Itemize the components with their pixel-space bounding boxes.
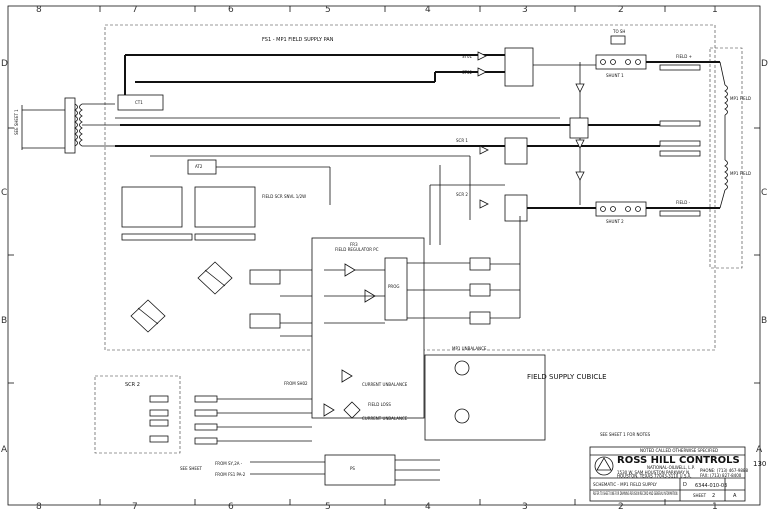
svg-text:TO SH: TO SH <box>612 29 625 34</box>
svg-text:CURRENT UNBALANCE: CURRENT UNBALANCE <box>362 416 408 421</box>
zone-label: D <box>761 59 768 69</box>
zone-label: D <box>1 59 8 69</box>
zone-label: 8 <box>36 502 42 511</box>
zone-label: C <box>1 188 7 198</box>
zone-label: 7 <box>132 502 138 511</box>
svg-text:ST02: ST02 <box>462 70 473 75</box>
zone-label: 1 <box>712 5 718 15</box>
ct1-box <box>117 94 164 111</box>
zone-label: 6 <box>228 502 234 511</box>
svg-text:SCR 2: SCR 2 <box>456 192 468 197</box>
svg-text:FIELD -: FIELD - <box>676 200 691 205</box>
zone-label: B <box>761 316 767 326</box>
bridge-1 <box>197 261 233 295</box>
svg-text:SEE SHEET 1 FOR NOTES: SEE SHEET 1 FOR NOTES <box>600 432 651 437</box>
zone-label: A <box>756 445 763 455</box>
diode-stack <box>569 62 589 205</box>
svg-text:MP1 FIELD: MP1 FIELD <box>730 96 751 101</box>
zone-label: 4 <box>425 5 431 15</box>
zone-label: 8 <box>36 5 42 15</box>
svg-text:SCR 2: SCR 2 <box>125 382 140 388</box>
phone: PHONE: (713) 467-9888 <box>700 468 748 473</box>
zone-label: A <box>1 445 8 455</box>
svg-text:PROG: PROG <box>388 284 399 289</box>
svg-text:CT1: CT1 <box>135 100 143 105</box>
scr-block-mid1: SCR 1 <box>456 137 528 165</box>
svg-text:AT2: AT2 <box>195 164 203 169</box>
scr-block-mid2: SCR 2 <box>456 192 528 222</box>
shunt-1-block: SHUNT 1 TO SH <box>595 29 647 78</box>
mp1-field-coils: MP1 FIELD MP1 FIELD <box>709 47 751 269</box>
svg-text:SCR 1: SCR 1 <box>456 138 468 143</box>
sheet-number: 2 <box>712 493 715 499</box>
schematic-title: SCHEMATIC - MP1 FIELD SUPPLY <box>593 482 657 487</box>
zone-label: 2 <box>618 502 624 511</box>
sheet-label: SHEET <box>693 493 707 498</box>
svg-text:FROM FS1 PA-2: FROM FS1 PA-2 <box>215 472 246 477</box>
svg-text:FR3: FR3 <box>350 242 358 247</box>
svg-text:SEE SHEET 1: SEE SHEET 1 <box>14 109 19 135</box>
cubicle-title: FIELD SUPPLY CUBICLE <box>527 373 607 381</box>
fax: FAX: (713) 827-8400 <box>700 473 742 478</box>
svg-text:FIELD REGULATOR PC: FIELD REGULATOR PC <box>335 247 379 252</box>
zone-label: 7 <box>132 5 138 15</box>
top-scr-block: ST01 ST02 <box>462 47 600 87</box>
svg-text:FROM SH02: FROM SH02 <box>284 381 308 386</box>
rev-letter: A <box>733 493 737 499</box>
comparator-2 <box>343 401 361 419</box>
gate-driver-1 <box>121 186 183 228</box>
zone-label: 1 <box>712 502 718 511</box>
svg-text:FIELD SCR SNVL 1/2W: FIELD SCR SNVL 1/2W <box>262 194 306 199</box>
address-line-2: HOUSTON, TEXAS 77043-3110 U.S.A. <box>617 474 692 479</box>
svg-text:FIELD LOSS: FIELD LOSS <box>368 402 391 407</box>
zone-label: 2 <box>618 5 624 15</box>
svg-text:SEE SHEET: SEE SHEET <box>180 466 202 471</box>
svg-text:SHUNT 1: SHUNT 1 <box>606 73 624 78</box>
zone-label: 6 <box>228 5 234 15</box>
zone-label: C <box>761 188 767 198</box>
zone-label: 5 <box>325 502 331 511</box>
drawing-border <box>7 5 761 506</box>
power-supply-block <box>324 454 396 486</box>
company-division: NATIONAL-OILWELL, L.P. <box>647 465 695 470</box>
bridge-2 <box>130 299 166 333</box>
zone-label: 4 <box>425 502 431 511</box>
drawing-number: 6344-010-03 <box>695 483 727 489</box>
svg-text:CURRENT UNBALANCE: CURRENT UNBALANCE <box>362 382 408 387</box>
zone-ticks <box>8 6 760 505</box>
address-line-1: 1530 W. SAM HOUSTON PARKWAY N. <box>617 470 690 475</box>
input-connector: SEE SHEET 1 <box>14 97 120 154</box>
svg-text:PS: PS <box>350 466 355 471</box>
size-letter: D <box>683 482 687 488</box>
svg-text:ST01: ST01 <box>462 54 473 59</box>
zone-label: 3 <box>522 502 528 511</box>
side-number: 130 <box>753 460 766 468</box>
tb-footer-1: REFER TO SHEET ONE FOR DRAWING REVISION … <box>593 491 678 496</box>
indicator-lamp-1 <box>454 360 470 376</box>
zone-label: 3 <box>522 5 528 15</box>
panel-title: FS1 - MP1 FIELD SUPPLY PAN <box>262 37 334 43</box>
svg-text:MP1 FIELD: MP1 FIELD <box>730 171 751 176</box>
company-logo <box>594 456 614 476</box>
svg-text:MP1 UNBALANCE: MP1 UNBALANCE <box>452 346 487 351</box>
svg-text:FIELD +: FIELD + <box>676 54 692 59</box>
indicator-lamp-2 <box>454 408 470 424</box>
zone-label: 5 <box>325 5 331 15</box>
prog-module <box>384 257 408 321</box>
right-terminal-block <box>424 354 546 441</box>
tb-note: NOTED CALLED OTHERWISE SPECIFIED <box>640 448 718 453</box>
title-block <box>589 446 746 502</box>
svg-text:SHUNT 2: SHUNT 2 <box>606 219 624 224</box>
company-name: ROSS HILL CONTROLS <box>617 455 740 466</box>
zone-label: B <box>1 316 7 326</box>
shunt-2-block: SHUNT 2 <box>595 201 647 224</box>
scr2-box <box>94 375 181 454</box>
gate-driver-2 <box>194 186 256 228</box>
comparator-1 <box>341 369 353 383</box>
svg-text:FROM SY,2A -: FROM SY,2A - <box>215 461 243 466</box>
